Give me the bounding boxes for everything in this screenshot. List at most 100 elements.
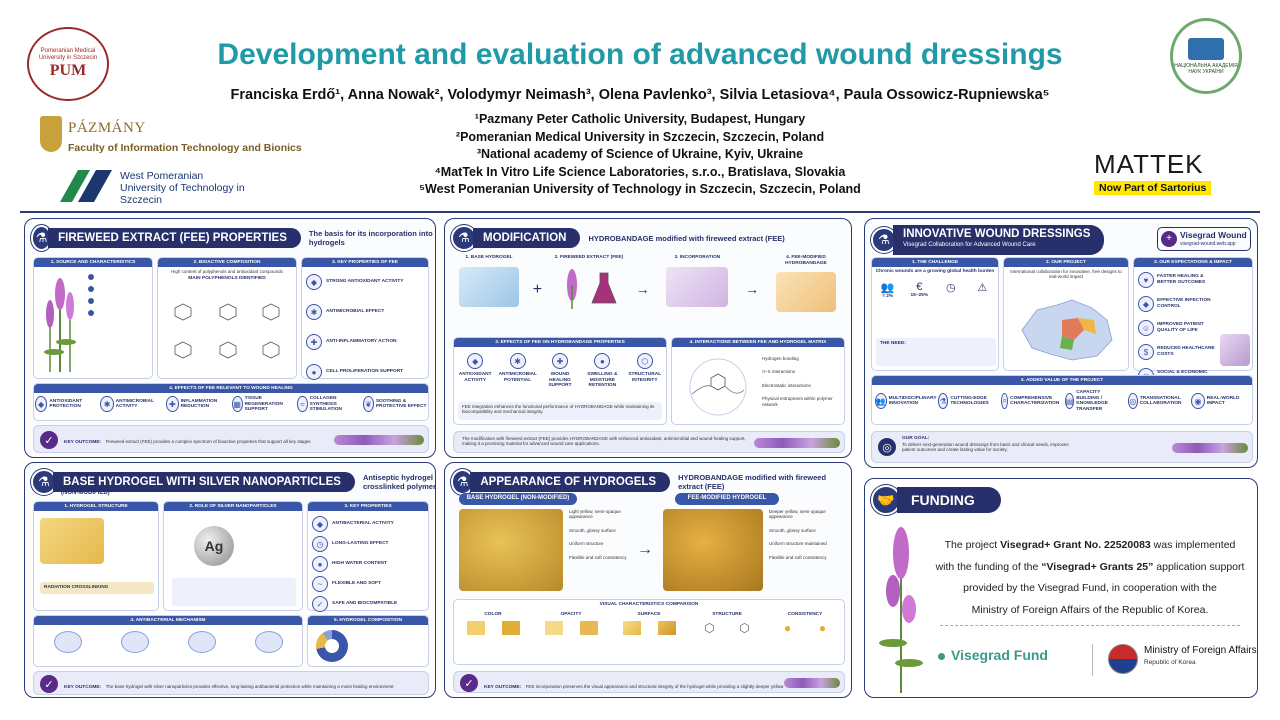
affiliation-item: ⁵West Pomeranian University of Technolog… — [419, 182, 861, 196]
section-title: 2. BIOACTIVE COMPOSITION — [158, 258, 296, 267]
polymer-network-icon — [689, 358, 747, 416]
impact-item: $REDUCED HEALTHCARE COSTS — [1138, 344, 1217, 360]
check-circle-icon: ✓ — [312, 596, 328, 612]
nasu-building-icon — [1188, 37, 1224, 60]
mechanism-steps — [34, 625, 302, 653]
donut-hole — [325, 639, 339, 653]
comparison-label: COLOR — [484, 611, 502, 617]
base-points: Light yellow, semi-opaque appearance Smo… — [569, 509, 633, 560]
users-icon: 👥 — [874, 393, 887, 410]
property-item: ●CELL PROLIFERATION SUPPORT — [306, 364, 426, 380]
network-icon: ⬡ — [739, 621, 750, 636]
impact-item: ◆EFFECTIVE INFECTION CONTROL — [1138, 296, 1217, 312]
plus-operator: + — [532, 281, 543, 298]
shield-icon: ◆ — [467, 353, 484, 369]
fireweed-decoration — [1172, 443, 1248, 453]
point-item: Smooth, glossy surface — [769, 527, 816, 533]
point-item: Uniform structure maintained — [769, 541, 827, 547]
funding-line: The project Visegrad+ Grant No. 22520083… — [930, 535, 1250, 557]
fireweed-illustration — [879, 527, 923, 693]
fireweed-plant-icon — [44, 278, 76, 372]
affiliation-item: ³National academy of Science of Ukraine,… — [476, 147, 804, 161]
step-title: 2. FIREWEED EXTRACT (FEE) — [554, 255, 624, 260]
silver-nanoparticle-icon: Ag — [194, 526, 234, 566]
comparison-row: COLOR OPACITY SURFACE STRUCTURE ⬡⬡ CONSI… — [454, 608, 844, 636]
section-interactions: 4. INTERACTIONS BETWEEN FEE AND HYDROGEL… — [671, 337, 845, 425]
mofa-name: Ministry of Foreign Affairs — [1144, 645, 1257, 656]
people-icon: 👥 — [880, 281, 895, 294]
added-values-row: 👥MULTIDISCIPLINARY INNOVATION ⚗CUTTING-E… — [872, 385, 1252, 412]
interaction-item: π–π interactions — [762, 369, 795, 375]
swatch-light — [622, 621, 641, 636]
section-source: 1. SOURCE AND CHARACTERISTICS — [33, 257, 153, 379]
tissue-icon: ▦ — [231, 396, 243, 413]
panel-header: ⚗ APPEARANCE OF HYDROGELS HYDROBANDAGE m… — [451, 469, 851, 495]
pum-logo-ring-text: Pomeranian Medical University in Szczeci… — [38, 48, 98, 61]
fee-hydrogel-photo — [663, 509, 763, 591]
pazmany-name: PÁZMÁNY — [68, 120, 146, 136]
visegrad-wound-link[interactable]: + Visegrad Wound visegrad-wound.web.app — [1157, 227, 1251, 251]
composition-note: High content of polyphenols and antioxid… — [171, 269, 283, 274]
effect-item: ≈COLLAGEN SYNTHESIS STIMULATION — [297, 396, 361, 413]
section-expectations: 3. OUR EXPECTATIONS & IMPACT ♥FASTER HEA… — [1133, 257, 1253, 384]
panel-title-note: (NON-MODIFIED) — [61, 490, 110, 496]
cell-icon: ● — [306, 364, 322, 380]
effect-item: ⬡STRUCTURAL INTEGRITY — [626, 353, 664, 389]
interaction-item: Hydrogen bonding — [762, 356, 799, 361]
visegrad-wound-url[interactable]: visegrad-wound.web.app — [1180, 241, 1236, 247]
zut-name: West Pomeranian University of Technology… — [120, 170, 245, 206]
shield-icon: ◆ — [34, 396, 48, 413]
panel-title: APPEARANCE OF HYDROGELS — [470, 472, 671, 492]
swatch-deep — [579, 621, 598, 636]
effect-item: ◆ANTIOXIDANT ACTIVITY — [456, 353, 494, 389]
header-divider — [20, 211, 1260, 213]
droplet-icon: ● — [783, 621, 792, 636]
key-outcome-box: ✓ KEY OUTCOME: FEE incorporation preserv… — [453, 671, 845, 693]
effect-item: ✱ANTIMICROBIAL POTENTIAL — [499, 353, 537, 389]
poster-header: Pomeranian Medical University in Szczeci… — [0, 0, 1280, 210]
section-title: 1. SOURCE AND CHARACTERISTICS — [34, 258, 152, 267]
effects-row: ◆ANTIOXIDANT ACTIVITY ✱ANTIMICROBIAL POT… — [454, 347, 666, 389]
integration-note: FEE integration enhances the functional … — [462, 404, 655, 415]
key-outcome-text: Fireweed extract (FEE) provides a comple… — [105, 439, 311, 444]
bandage-roll-image — [1220, 334, 1250, 366]
author-list: Franciska Erdő¹, Anna Nowak², Volodymyr … — [230, 87, 1050, 103]
clock-icon: ◷ — [945, 281, 956, 294]
section-title: 1. HYDROGEL STRUCTURE — [34, 502, 158, 511]
warning-icon: ⚠ — [977, 281, 988, 294]
microbe-icon: ✱ — [100, 396, 114, 413]
funding-text: application support — [1153, 560, 1245, 573]
step-base-hydrogel: 1. BASE HYDROGEL — [453, 255, 525, 307]
point-item: Flexible and soft consistency — [569, 554, 627, 560]
comparison-label: CONSISTENCY — [787, 611, 823, 617]
funding-text: was implemented — [1150, 539, 1236, 551]
interaction-item: Electrostatic interactions — [762, 382, 811, 388]
effect-item: ✚INFLAMMATION REDUCTION — [166, 396, 230, 413]
visegrad-wound-title: Visegrad Wound — [1180, 230, 1247, 240]
property-item: ✓SAFE AND BIOCOMPATIBLE — [312, 596, 397, 612]
check-icon: ✓ — [460, 674, 478, 692]
korea-emblem-icon — [1108, 644, 1138, 674]
section-title: 2. ROLE OF SILVER NANOPARTICLES — [164, 502, 302, 511]
check-icon: ✓ — [40, 431, 58, 449]
grant-program: “Visegrad+ Grants 25” — [1041, 560, 1154, 573]
step-title: 4. FEE-MODIFIED HYDROBANDAGE — [785, 255, 827, 266]
panel-subtitle: Visegrad Collaboration for Advanced Woun… — [903, 242, 1036, 248]
radiation-label: RADIATION CROSSLINKING — [44, 585, 109, 590]
step-fireweed-extract: 2. FIREWEED EXTRACT (FEE) — [550, 255, 628, 314]
hydrogel-block-image — [40, 518, 104, 564]
section-composition: 5. HYDROGEL COMPOSITION — [307, 615, 429, 667]
bottom-summary-box: The modification with fireweed extract (… — [453, 431, 845, 453]
section-effects: 4. EFFECTS OF FEE RELEVANT TO WOUND HEAL… — [33, 383, 429, 421]
section-base-properties: 3. KEY PROPERTIES ◆ANTIBACTERIAL ACTIVIT… — [307, 501, 429, 612]
step-incorporation: 3. INCORPORATION — [657, 255, 737, 307]
molecule-icon: ⬡ — [636, 353, 653, 369]
panel-fee-properties: ⚗ FIREWEED EXTRACT (FEE) PROPERTIES The … — [24, 218, 436, 458]
comparison-label: SURFACE — [637, 611, 661, 617]
interaction-list: Hydrogen bonding π–π interactions Electr… — [762, 356, 842, 407]
droplet-icon: ● — [312, 556, 328, 572]
key-outcome-text: The base hydrogel with silver nanopartic… — [105, 684, 394, 689]
affiliation-item: ⁴MatTek In Vitro Life Science Laboratori… — [434, 164, 846, 179]
property-item: ✚ANTI-INFLAMMATORY ACTION — [306, 334, 426, 350]
added-value-item: ⌕COMPREHENSIVE CHARACTERIZATION — [1001, 390, 1059, 412]
